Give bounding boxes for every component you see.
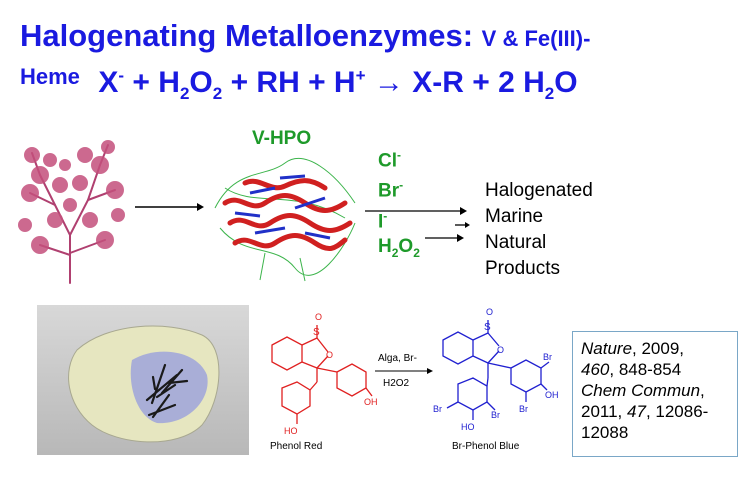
blue-ho: HO	[461, 422, 475, 432]
slide-title: Halogenating Metalloenzymes: V & Fe(III)…	[20, 18, 590, 54]
eq-minus: -	[118, 66, 125, 85]
ref-1-line-2: 460, 848-854	[581, 359, 729, 380]
arrows-to-products	[365, 207, 470, 242]
br-phenol-blue-label: Br-Phenol Blue	[452, 441, 520, 452]
ref-2-line-3: 12088	[581, 423, 629, 442]
halide-br: Br-	[378, 173, 420, 203]
blue-o-atom: O	[486, 307, 493, 317]
reagent-top: Alga, Br-	[378, 353, 417, 364]
peroxide-sub: 2	[391, 245, 399, 260]
blue-br-1: Br	[543, 352, 552, 362]
red-alga-illustration	[18, 140, 125, 284]
ref-2-line-2: 2011, 47, 12086-	[581, 401, 729, 422]
peroxide-h: H	[378, 235, 392, 257]
phenol-red-label: Phenol Red	[270, 441, 323, 452]
title-main: Halogenating Metalloenzymes:	[20, 18, 474, 53]
ref-2-year: 2011,	[581, 402, 628, 421]
blue-br-2: Br	[519, 404, 528, 414]
ref-2-line-1: Chem Commun,	[581, 380, 729, 401]
products-line: Halogenated	[485, 180, 593, 201]
eq-o: O	[189, 66, 213, 99]
blue-br-4: Br	[491, 410, 500, 420]
eq-sub: 2	[212, 84, 223, 103]
phenol-red-o-atom: O	[315, 312, 322, 322]
ref-1-volume: 460	[581, 360, 610, 379]
halide-charge: -	[383, 208, 388, 223]
reaction-arrow	[375, 368, 433, 374]
enzyme-name: V-HPO	[252, 128, 312, 149]
halide-cl: Cl-	[378, 143, 420, 173]
ref-1-year: , 2009,	[632, 339, 685, 358]
eq-o: O	[554, 66, 578, 99]
ref-2-pages: , 12086-	[645, 402, 709, 421]
phenol-red-structure: O S O HO OH	[271, 312, 378, 436]
vhpo-protein-structure	[214, 158, 356, 282]
ref-2-journal: Chem Commun	[581, 381, 701, 400]
eq-h: + H	[132, 66, 180, 99]
halide-i: I-	[378, 204, 420, 234]
blue-oh: OH	[545, 390, 559, 400]
reaction-equation: X- + H2O2 + RH + H+ → X-R + 2 H2O	[98, 66, 578, 103]
reagent-bottom: H2O2	[383, 378, 410, 389]
products-line: Products	[485, 258, 560, 279]
products-label: Halogenated Marine Natural Products	[485, 178, 593, 282]
eq-rh: + RH + H	[230, 66, 356, 99]
peroxide-sub: 2	[413, 245, 420, 260]
halide-list: Cl- Br- I- H2O2	[378, 143, 420, 266]
ref-1-line-1: Nature, 2009,	[581, 338, 729, 359]
ref-2-sep: ,	[700, 381, 705, 400]
peroxide-o: O	[398, 235, 414, 257]
halide-symbol: Cl	[378, 150, 397, 172]
ref-2-volume: 47	[627, 402, 646, 421]
phenol-red-oh: OH	[364, 397, 378, 407]
blue-s-atom: S	[484, 322, 491, 333]
phenol-red-s-atom: S	[313, 327, 320, 338]
halide-symbol: Br	[378, 180, 400, 202]
reference-box: Nature, 2009, 460, 848-854 Chem Commun , …	[572, 331, 738, 457]
blue-o-ring: O	[497, 345, 504, 355]
phenol-red-ho: HO	[284, 426, 298, 436]
title-equation-line: Heme X- + H2O2 + RH + H+ → X-R + 2 H2O	[20, 64, 578, 104]
assay-plate-photo	[37, 305, 249, 455]
eq-products: X-R + 2 H	[412, 66, 545, 99]
eq-hplus: +	[355, 66, 366, 85]
br-phenol-blue-structure: O S O Br OH Br Br Br HO	[433, 307, 559, 432]
halide-charge: -	[399, 178, 404, 193]
blue-br-3: Br	[433, 404, 442, 414]
peroxide: H2O2	[378, 234, 420, 266]
halide-symbol: I	[378, 210, 384, 232]
eq-sub: 2	[179, 84, 190, 103]
ref-1-pages: , 848-854	[609, 360, 682, 379]
arrow-alga-to-enzyme	[135, 203, 204, 211]
products-line: Natural	[485, 232, 547, 253]
eq-arrow: →	[373, 66, 404, 99]
ref-1-journal: Nature	[581, 339, 633, 358]
phenol-red-o-ring: O	[326, 350, 333, 360]
eq-x: X	[98, 66, 119, 99]
eq-sub: 2	[544, 84, 555, 103]
halide-charge: -	[397, 148, 401, 162]
products-line: Marine	[485, 206, 544, 227]
title-metals: V & Fe(III)-	[481, 26, 591, 51]
title-heme: Heme	[20, 64, 80, 89]
